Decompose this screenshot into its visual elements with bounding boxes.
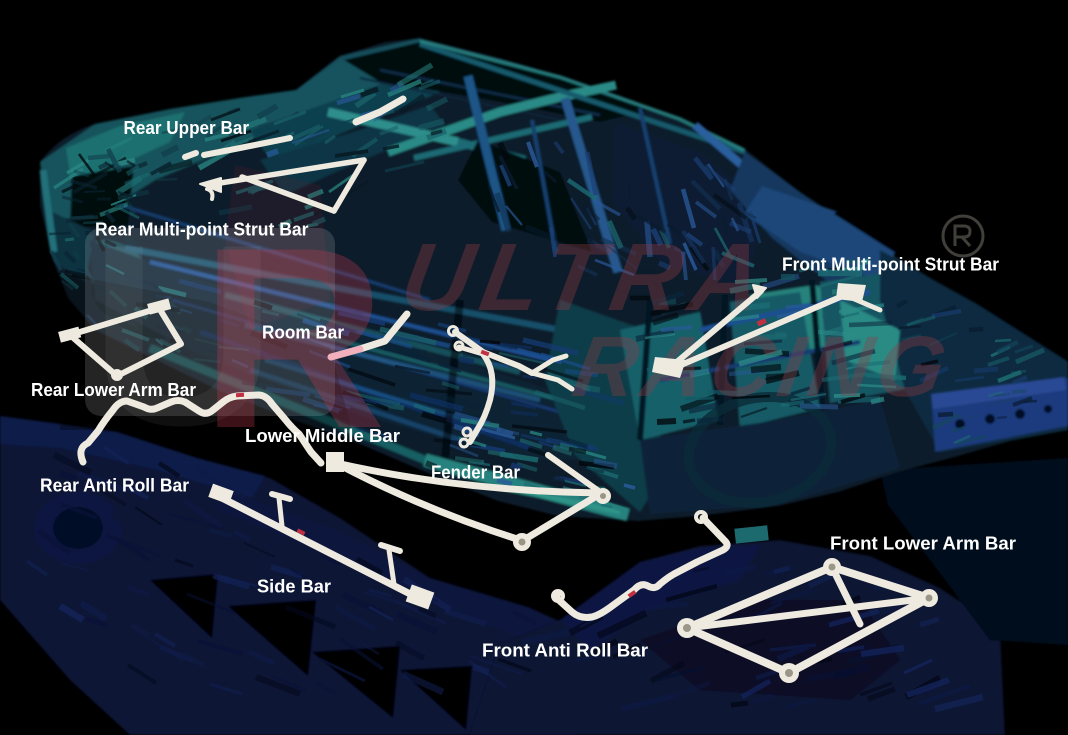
svg-text:Fender Bar: Fender Bar [431, 462, 520, 483]
svg-text:Front Anti Roll Bar: Front Anti Roll Bar [482, 640, 648, 661]
svg-text:Front Lower Arm Bar: Front Lower Arm Bar [830, 533, 1016, 554]
svg-text:Side Bar: Side Bar [257, 576, 331, 597]
svg-text:Rear Anti Roll Bar: Rear Anti Roll Bar [40, 475, 189, 496]
svg-text:Room Bar: Room Bar [262, 322, 344, 343]
svg-text:R: R [200, 193, 386, 482]
svg-text:ULTRA: ULTRA [394, 223, 781, 331]
svg-text:Front Multi-point Strut Bar: Front Multi-point Strut Bar [782, 254, 999, 275]
svg-text:U: U [90, 190, 276, 479]
svg-text:Rear Lower Arm Bar: Rear Lower Arm Bar [31, 379, 196, 400]
svg-text:Lower Middle Bar: Lower Middle Bar [245, 425, 400, 446]
svg-text:Rear Upper Bar: Rear Upper Bar [124, 117, 250, 138]
svg-text:RACING: RACING [567, 320, 959, 415]
svg-text:Rear Multi-point Strut Bar: Rear Multi-point Strut Bar [95, 219, 309, 240]
